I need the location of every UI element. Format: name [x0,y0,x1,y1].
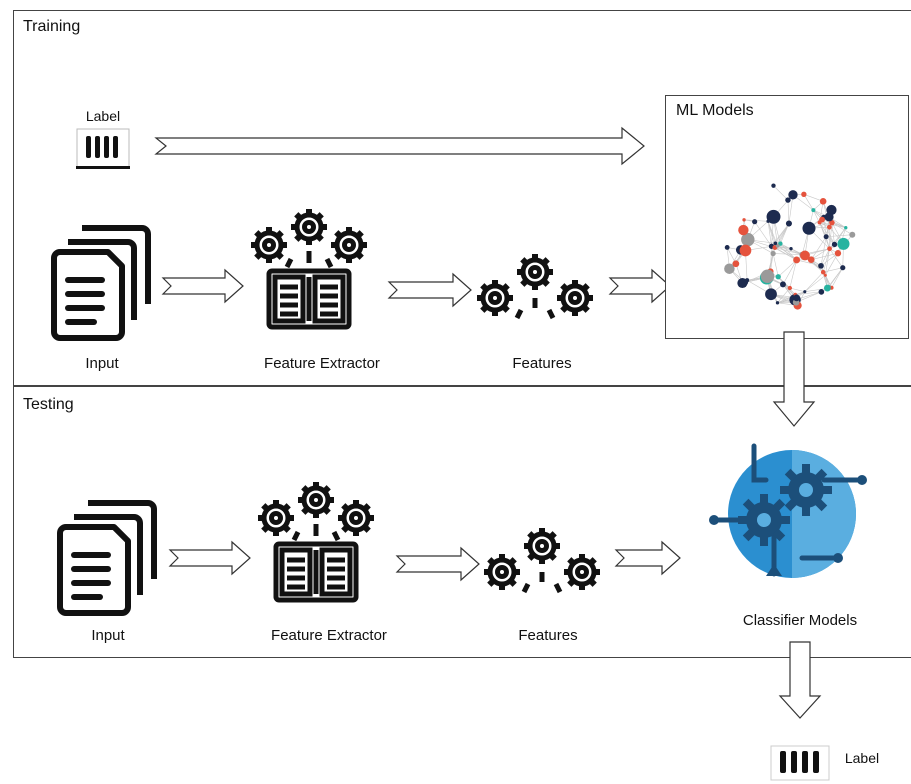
network-node [829,219,835,226]
network-node [752,219,758,225]
test-feature-extractor-icon [258,482,374,603]
network-node [793,256,801,264]
features-to-models-arrow [608,268,671,304]
test-input-to-extractor-arrow [168,540,251,576]
network-node [738,224,749,236]
label-barcode-icon [76,128,130,169]
network-node [765,288,777,301]
network-node [827,246,832,252]
network-node [737,277,748,289]
network-node [763,274,770,281]
network-node [775,244,780,248]
network-node [732,260,740,268]
network-node [724,263,735,274]
input-documents-icon [51,225,151,341]
network-node [801,191,807,197]
network-node [824,212,834,222]
network-node [766,209,781,224]
network-node [775,301,780,305]
network-node [789,246,793,251]
network-node [778,241,783,246]
output-label-barcode-icon [770,745,830,781]
network-node [811,208,816,213]
test-features-to-classifier-arrow [614,540,681,576]
network-node [780,281,786,288]
network-node [831,241,838,248]
network-node [807,256,815,264]
testing-extractor-label: Feature Extractor [271,627,387,644]
network-node [742,218,746,222]
training-label-text: Label [85,108,121,124]
network-node [775,274,781,280]
network-node [837,237,850,250]
training-extractor-label: Feature Extractor [264,355,380,372]
network-node [787,285,792,291]
test-extractor-to-features-arrow [395,546,480,582]
network-node [785,220,792,227]
ml-models-title: ML Models [676,102,754,119]
testing-title: Testing [23,396,74,413]
training-features-label: Features [512,355,572,372]
label-to-models-arrow [154,126,645,166]
feature-extractor-icon [251,209,367,330]
training-input-label: Input [85,355,119,372]
network-node [844,226,848,230]
network-node [817,220,822,225]
network-node [803,290,807,294]
network-node [793,294,800,302]
training-title: Training [23,18,81,35]
test-features-gears-icon [484,528,600,594]
network-node [766,219,770,223]
classifier-gears-icon [709,443,867,578]
input-to-extractor-arrow [161,268,244,304]
network-node [823,234,829,240]
network-node [773,241,778,246]
network-node [800,250,810,261]
test-input-documents-icon [57,500,157,616]
network-node [823,273,827,277]
network-node [819,197,827,205]
network-node [771,183,776,188]
network-node [827,224,832,230]
network-node [785,197,791,203]
network-node [849,231,856,238]
features-gears-icon [477,254,593,320]
network-node [724,245,730,250]
neural-network-icon [724,183,856,310]
network-node [770,250,776,257]
network-node [840,265,846,271]
network-node [788,190,798,200]
network-node [823,284,831,292]
testing-features-label: Features [518,627,578,644]
network-node [802,221,816,235]
ml-models-box [665,95,909,339]
classifier-label: Classifier Models [742,612,858,629]
network-node [834,250,842,257]
extractor-to-features-arrow [387,272,472,308]
models-to-classifier-arrow [772,331,816,427]
classifier-to-label-arrow [778,641,822,719]
output-label-text: Label [844,750,880,766]
network-node [818,262,824,269]
network-node [818,289,825,295]
network-node [741,232,755,247]
network-node [820,269,826,275]
testing-input-label: Input [91,627,125,644]
network-node [739,244,752,257]
